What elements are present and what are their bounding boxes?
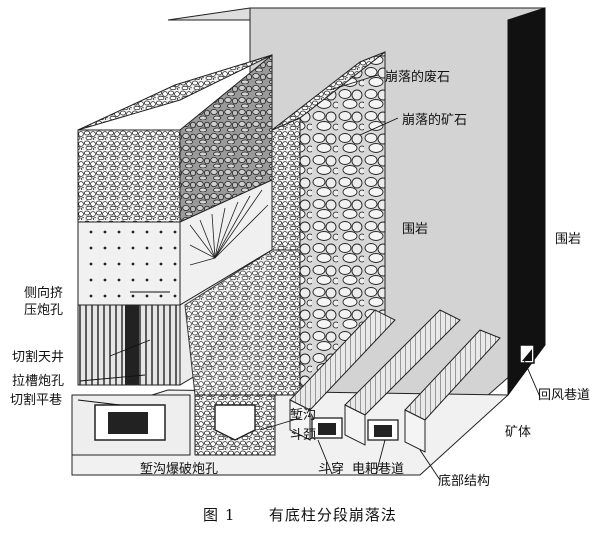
label-bottom-structure: 底部结构 [438,474,491,489]
label-side-squeeze-holes-2: 压炮孔 [24,303,64,318]
label-return-air-drift: 回风巷道 [538,388,591,403]
label-cutting-drift: 切割平巷 [10,393,63,408]
label-funnel-neck: 斗颈 [290,428,317,443]
side-squeeze-hole-block [77,221,181,306]
caved-waste-front [77,129,181,223]
leader-lines [77,74,541,481]
bottom-structure [289,309,501,453]
wall-rock-right-face [507,7,546,397]
label-wall-rock-right: 围岩 [555,232,582,247]
figure-title: 有底柱分段崩落法 [268,506,397,524]
label-cutting-raise: 切割天井 [12,350,65,365]
return-air-drift-inner [522,349,532,361]
label-orebody: 矿体 [505,425,532,440]
trench-funnel [214,404,256,441]
figure-caption: 图 1 有底柱分段崩落法 [0,504,600,525]
fan-holes-lines [189,189,269,266]
label-wall-rock-center: 围岩 [402,222,429,237]
cutting-raise [125,305,139,385]
label-side-squeeze-holes-1: 侧向挤 [24,286,64,301]
caved-ore-lower [184,249,301,396]
label-draw-crosscut: 斗穿 [318,462,345,477]
cutting-drift-inner [108,412,148,434]
label-trench-blast-holes: 堑沟爆破炮孔 [140,462,219,477]
label-caved-waste: 崩落的废石 [385,70,451,85]
label-trench: 堑沟 [290,408,317,423]
label-caved-ore: 崩落的矿石 [402,113,468,128]
label-scraper-drift: 电耙巷道 [352,462,405,477]
label-slot-holes: 拉槽炮孔 [12,374,65,389]
figure-number: 图 1 [203,506,236,524]
